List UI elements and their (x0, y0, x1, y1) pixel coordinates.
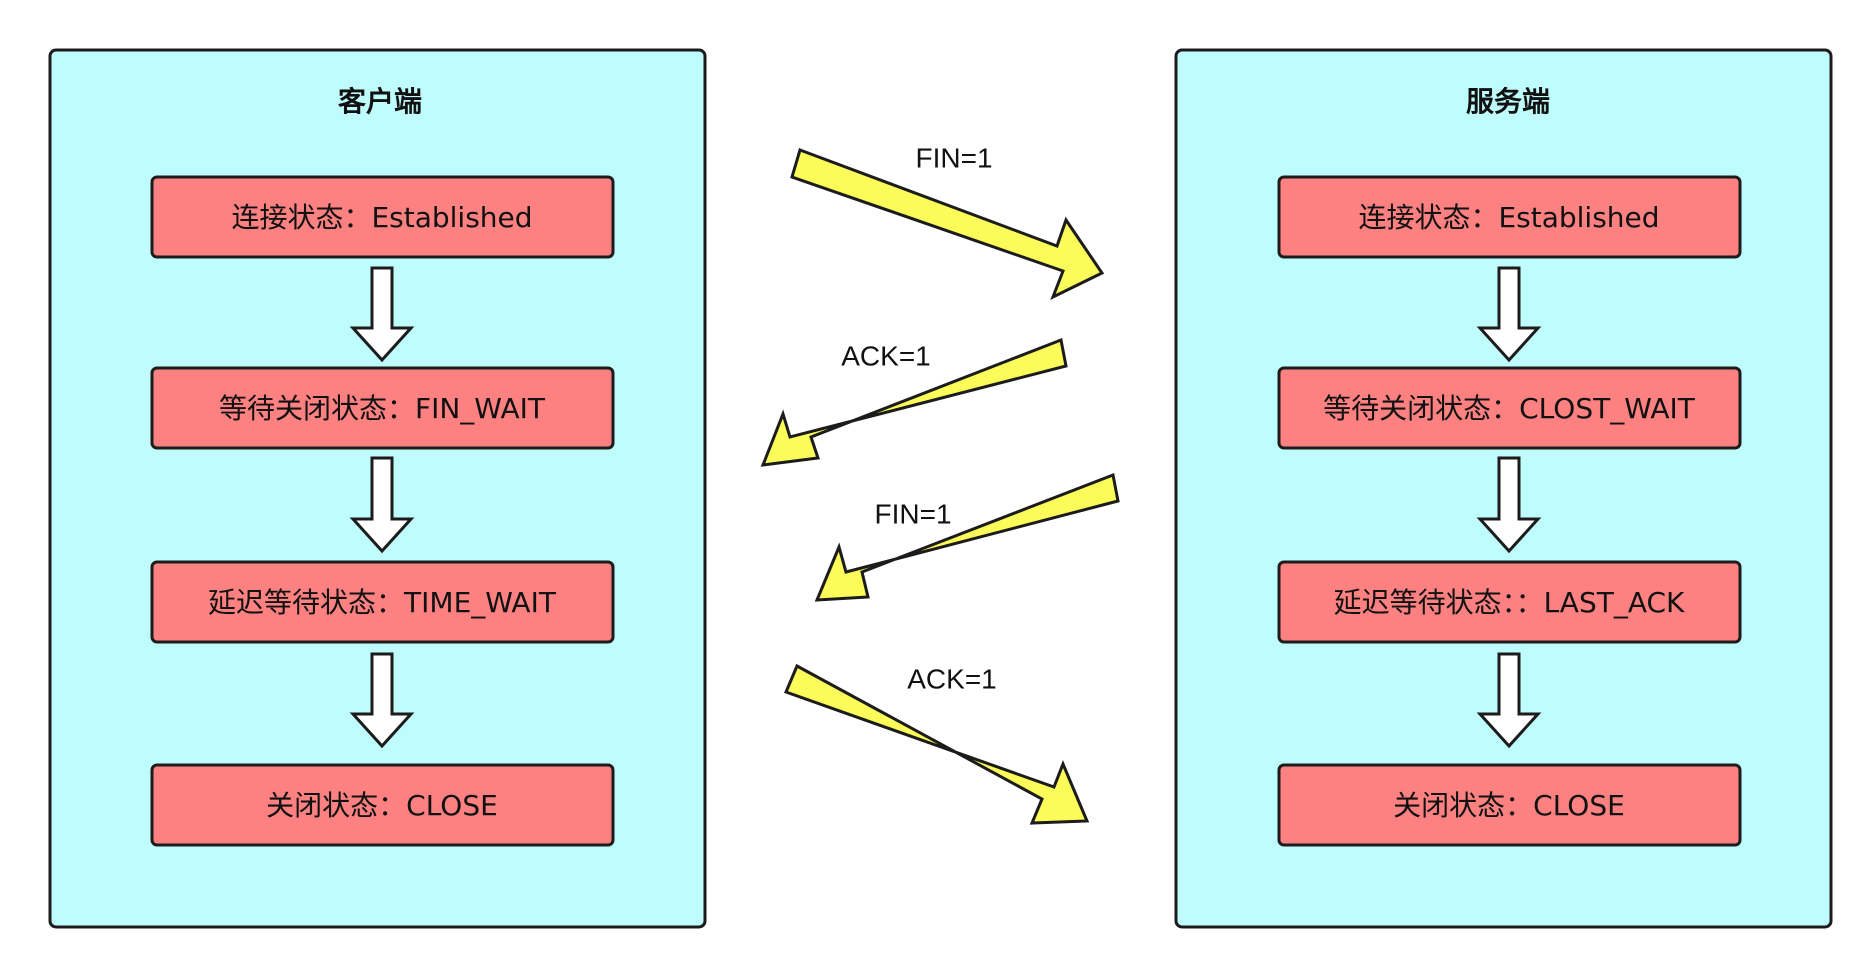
message-label-2: ACK=1 (841, 340, 931, 371)
message-1: FIN=1 (790, 142, 1105, 301)
client-panel-title: 客户端 (338, 85, 422, 118)
client-state-box-time-wait (150, 560, 615, 644)
server-state-established: 连接状态：Established (1358, 201, 1659, 234)
server-flow-arrow-1 (1476, 266, 1542, 363)
message-4: ACK=1 (783, 663, 1090, 825)
client-state-established: 连接状态：Established (231, 201, 532, 234)
server-state-box-established (1277, 175, 1742, 259)
client-state-box-fin-wait (150, 366, 615, 450)
client-state-box-close (150, 763, 615, 847)
server-state-box-close (1277, 763, 1742, 847)
client-flow-arrow-2 (349, 456, 415, 554)
client-state-fin-wait: 等待关闭状态：FIN_WAIT (219, 392, 546, 425)
message-3: FIN=1 (814, 472, 1120, 602)
server-state-last-ack: 延迟等待状态：：LAST_ACK (1334, 586, 1685, 619)
message-label-4: ACK=1 (907, 663, 997, 694)
message-arrow-4 (783, 663, 1090, 825)
server-flow-arrow-2 (1476, 456, 1542, 554)
server-flow-arrow-3 (1476, 652, 1542, 749)
message-arrow-1 (790, 148, 1105, 301)
server-state-box-close-wait (1277, 366, 1742, 450)
server-state-box-last-ack (1277, 560, 1742, 644)
client-panel: 客户端 连接状态：Established 等待关闭状态：FIN_WAIT 延迟等… (48, 48, 707, 929)
message-arrow-3 (814, 472, 1120, 602)
message-2: ACK=1 (760, 337, 1068, 467)
server-state-close-wait: 等待关闭状态：CLOST_WAIT (1323, 392, 1696, 425)
message-arrow-2 (760, 337, 1068, 467)
client-state-time-wait: 延迟等待状态：TIME_WAIT (208, 586, 557, 619)
server-panel: 服务端 连接状态：Established 等待关闭状态：CLOST_WAIT 延… (1174, 48, 1833, 929)
message-label-3: FIN=1 (874, 498, 951, 529)
server-panel-title: 服务端 (1466, 85, 1550, 118)
client-state-box-established (150, 175, 615, 259)
message-label-1: FIN=1 (915, 142, 992, 173)
server-state-close: 关闭状态：CLOSE (1393, 789, 1625, 822)
client-state-close: 关闭状态：CLOSE (266, 789, 498, 822)
client-flow-arrow-3 (349, 652, 415, 749)
client-flow-arrow-1 (349, 266, 415, 363)
